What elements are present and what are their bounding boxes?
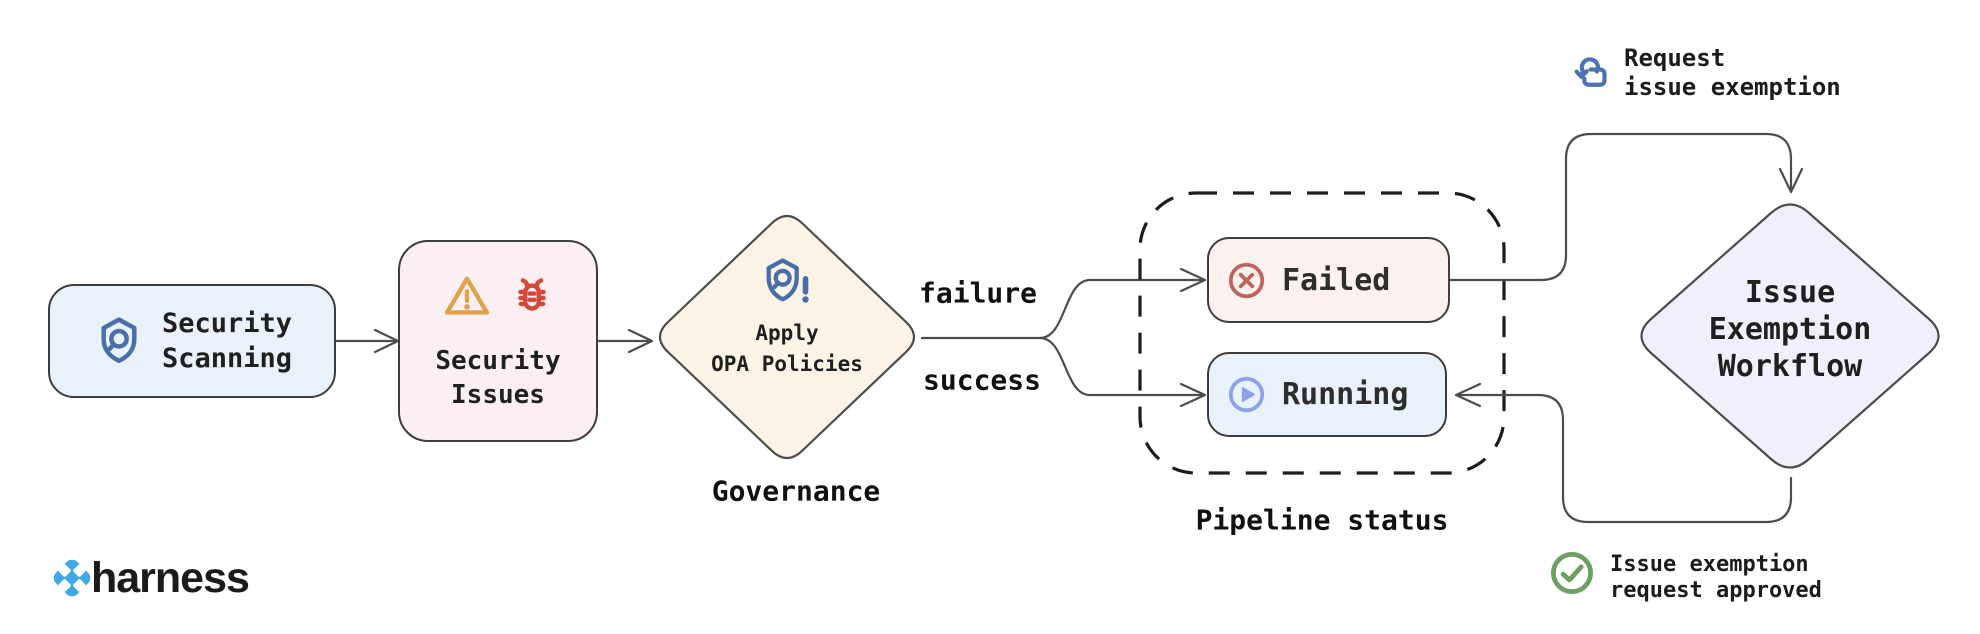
circle-x-icon [1228, 262, 1265, 298]
node-security-issues: Security Issues [398, 240, 598, 442]
apply-opa-label: Apply OPA Policies [711, 321, 863, 376]
annotation-request-exemption: Request issue exemption [1568, 44, 1841, 102]
bug-icon [518, 278, 546, 311]
node-issue-exemption-diamond [1640, 203, 1940, 469]
security-scanning-label: Security Scanning [161, 308, 293, 374]
arrowhead-success [1179, 382, 1207, 408]
failed-label: Failed [1282, 262, 1391, 298]
arrowhead-issues-to-opa [627, 328, 654, 354]
brand-footer: harness [46, 552, 250, 604]
arrowhead-failure [1179, 267, 1207, 293]
edge-failure [1038, 278, 1205, 340]
shield-policy-alert-icon [766, 258, 809, 303]
edge-label-success: success [922, 363, 1042, 397]
exemption-approved-text: Issue exemption request approved [1610, 552, 1822, 603]
harness-wordmark: harness [91, 554, 250, 602]
pipeline-status-group-border [1138, 191, 1506, 475]
shield-search-icon [101, 317, 137, 364]
arrowhead-to-running [1454, 382, 1482, 408]
edge-success [1038, 336, 1205, 397]
circle-play-icon [1228, 376, 1265, 413]
edge-exemption-to-running [1456, 393, 1793, 524]
edge-failed-to-exemption [1448, 132, 1793, 282]
request-exemption-text: Request issue exemption [1624, 44, 1841, 101]
governance-caption: Governance [711, 474, 881, 508]
circle-check-icon [1550, 551, 1594, 595]
pipeline-status-caption: Pipeline status [1195, 503, 1449, 537]
issue-exemption-label: Issue Exemption Workflow [1708, 275, 1872, 384]
warning-triangle-icon [444, 276, 490, 315]
request-exemption-icon [1574, 57, 1607, 87]
node-security-scanning: Security Scanning [48, 284, 336, 398]
security-issues-icons [440, 270, 556, 322]
node-failed: Failed [1207, 237, 1450, 323]
edge-label-failure: failure [918, 276, 1038, 310]
security-issues-label: Security Issues [435, 346, 561, 410]
harness-logo-icon [53, 559, 91, 597]
arrowhead-to-exemption [1778, 167, 1804, 194]
node-apply-opa-content: Apply OPA Policies [672, 232, 902, 402]
node-running: Running [1207, 352, 1447, 437]
annotation-exemption-approved: Issue exemption request approved [1548, 549, 1822, 604]
running-label: Running [1282, 377, 1409, 412]
node-apply-opa-diamond [658, 214, 916, 460]
